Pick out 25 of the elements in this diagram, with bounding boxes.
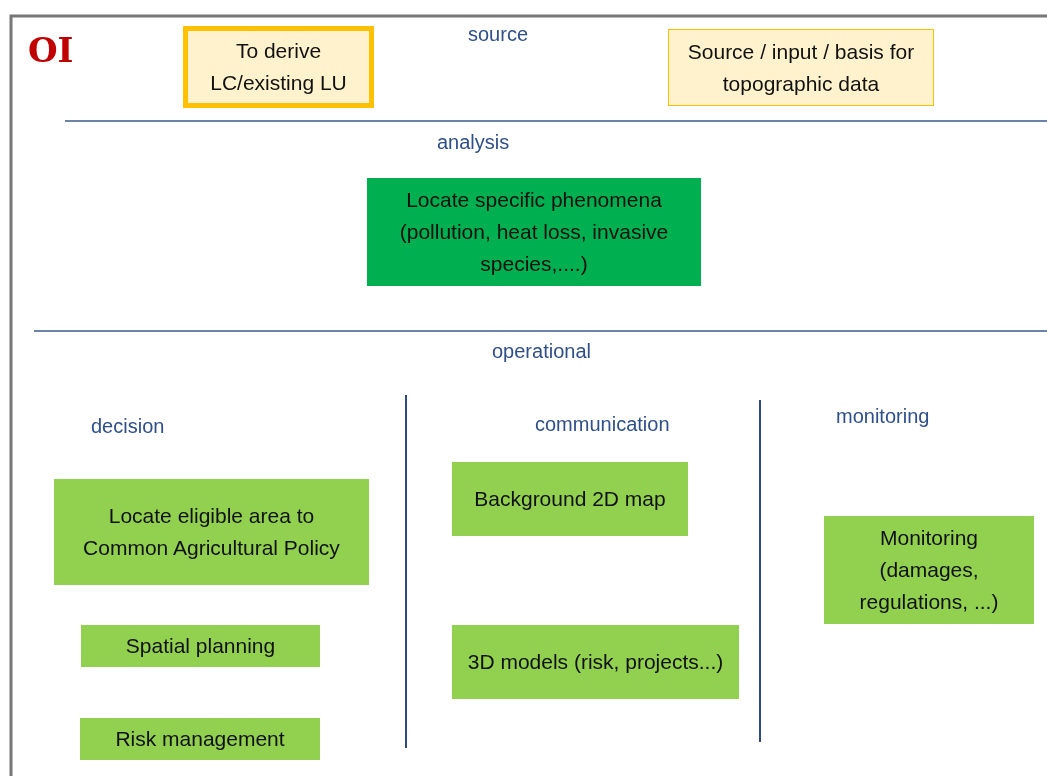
process-box [367, 178, 701, 286]
section-heading: communication [535, 413, 670, 436]
note-box [668, 29, 934, 106]
note-box [183, 26, 374, 108]
box-text: Locate eligible area to Common Agricultural Policy [82, 503, 341, 561]
box-text: 3D models (risk, projects...) [467, 649, 724, 675]
box-text: Source / input / basis for topographic data [686, 38, 916, 97]
box-text: To derive LC/existing LU [209, 38, 348, 96]
process-box [80, 718, 320, 760]
process-box [54, 479, 369, 585]
section-heading: monitoring [836, 405, 930, 428]
process-box [824, 516, 1034, 624]
corner-label: OI [28, 30, 74, 70]
section-heading: operational [492, 340, 591, 363]
process-box [81, 625, 320, 667]
section-heading: analysis [437, 131, 510, 154]
process-box [452, 462, 688, 536]
section-heading: source [468, 23, 529, 46]
box-text: Locate specific phenomena (pollution, heat loss, invasive species,....) [398, 187, 670, 277]
box-text: Spatial planning [125, 633, 276, 659]
box-text: Risk management [115, 726, 285, 752]
section-heading: decision [91, 415, 165, 438]
box-text: Monitoring (damages, regulations, ...) [858, 525, 1000, 615]
box-text: Background 2D map [474, 486, 666, 512]
process-box [452, 625, 739, 699]
